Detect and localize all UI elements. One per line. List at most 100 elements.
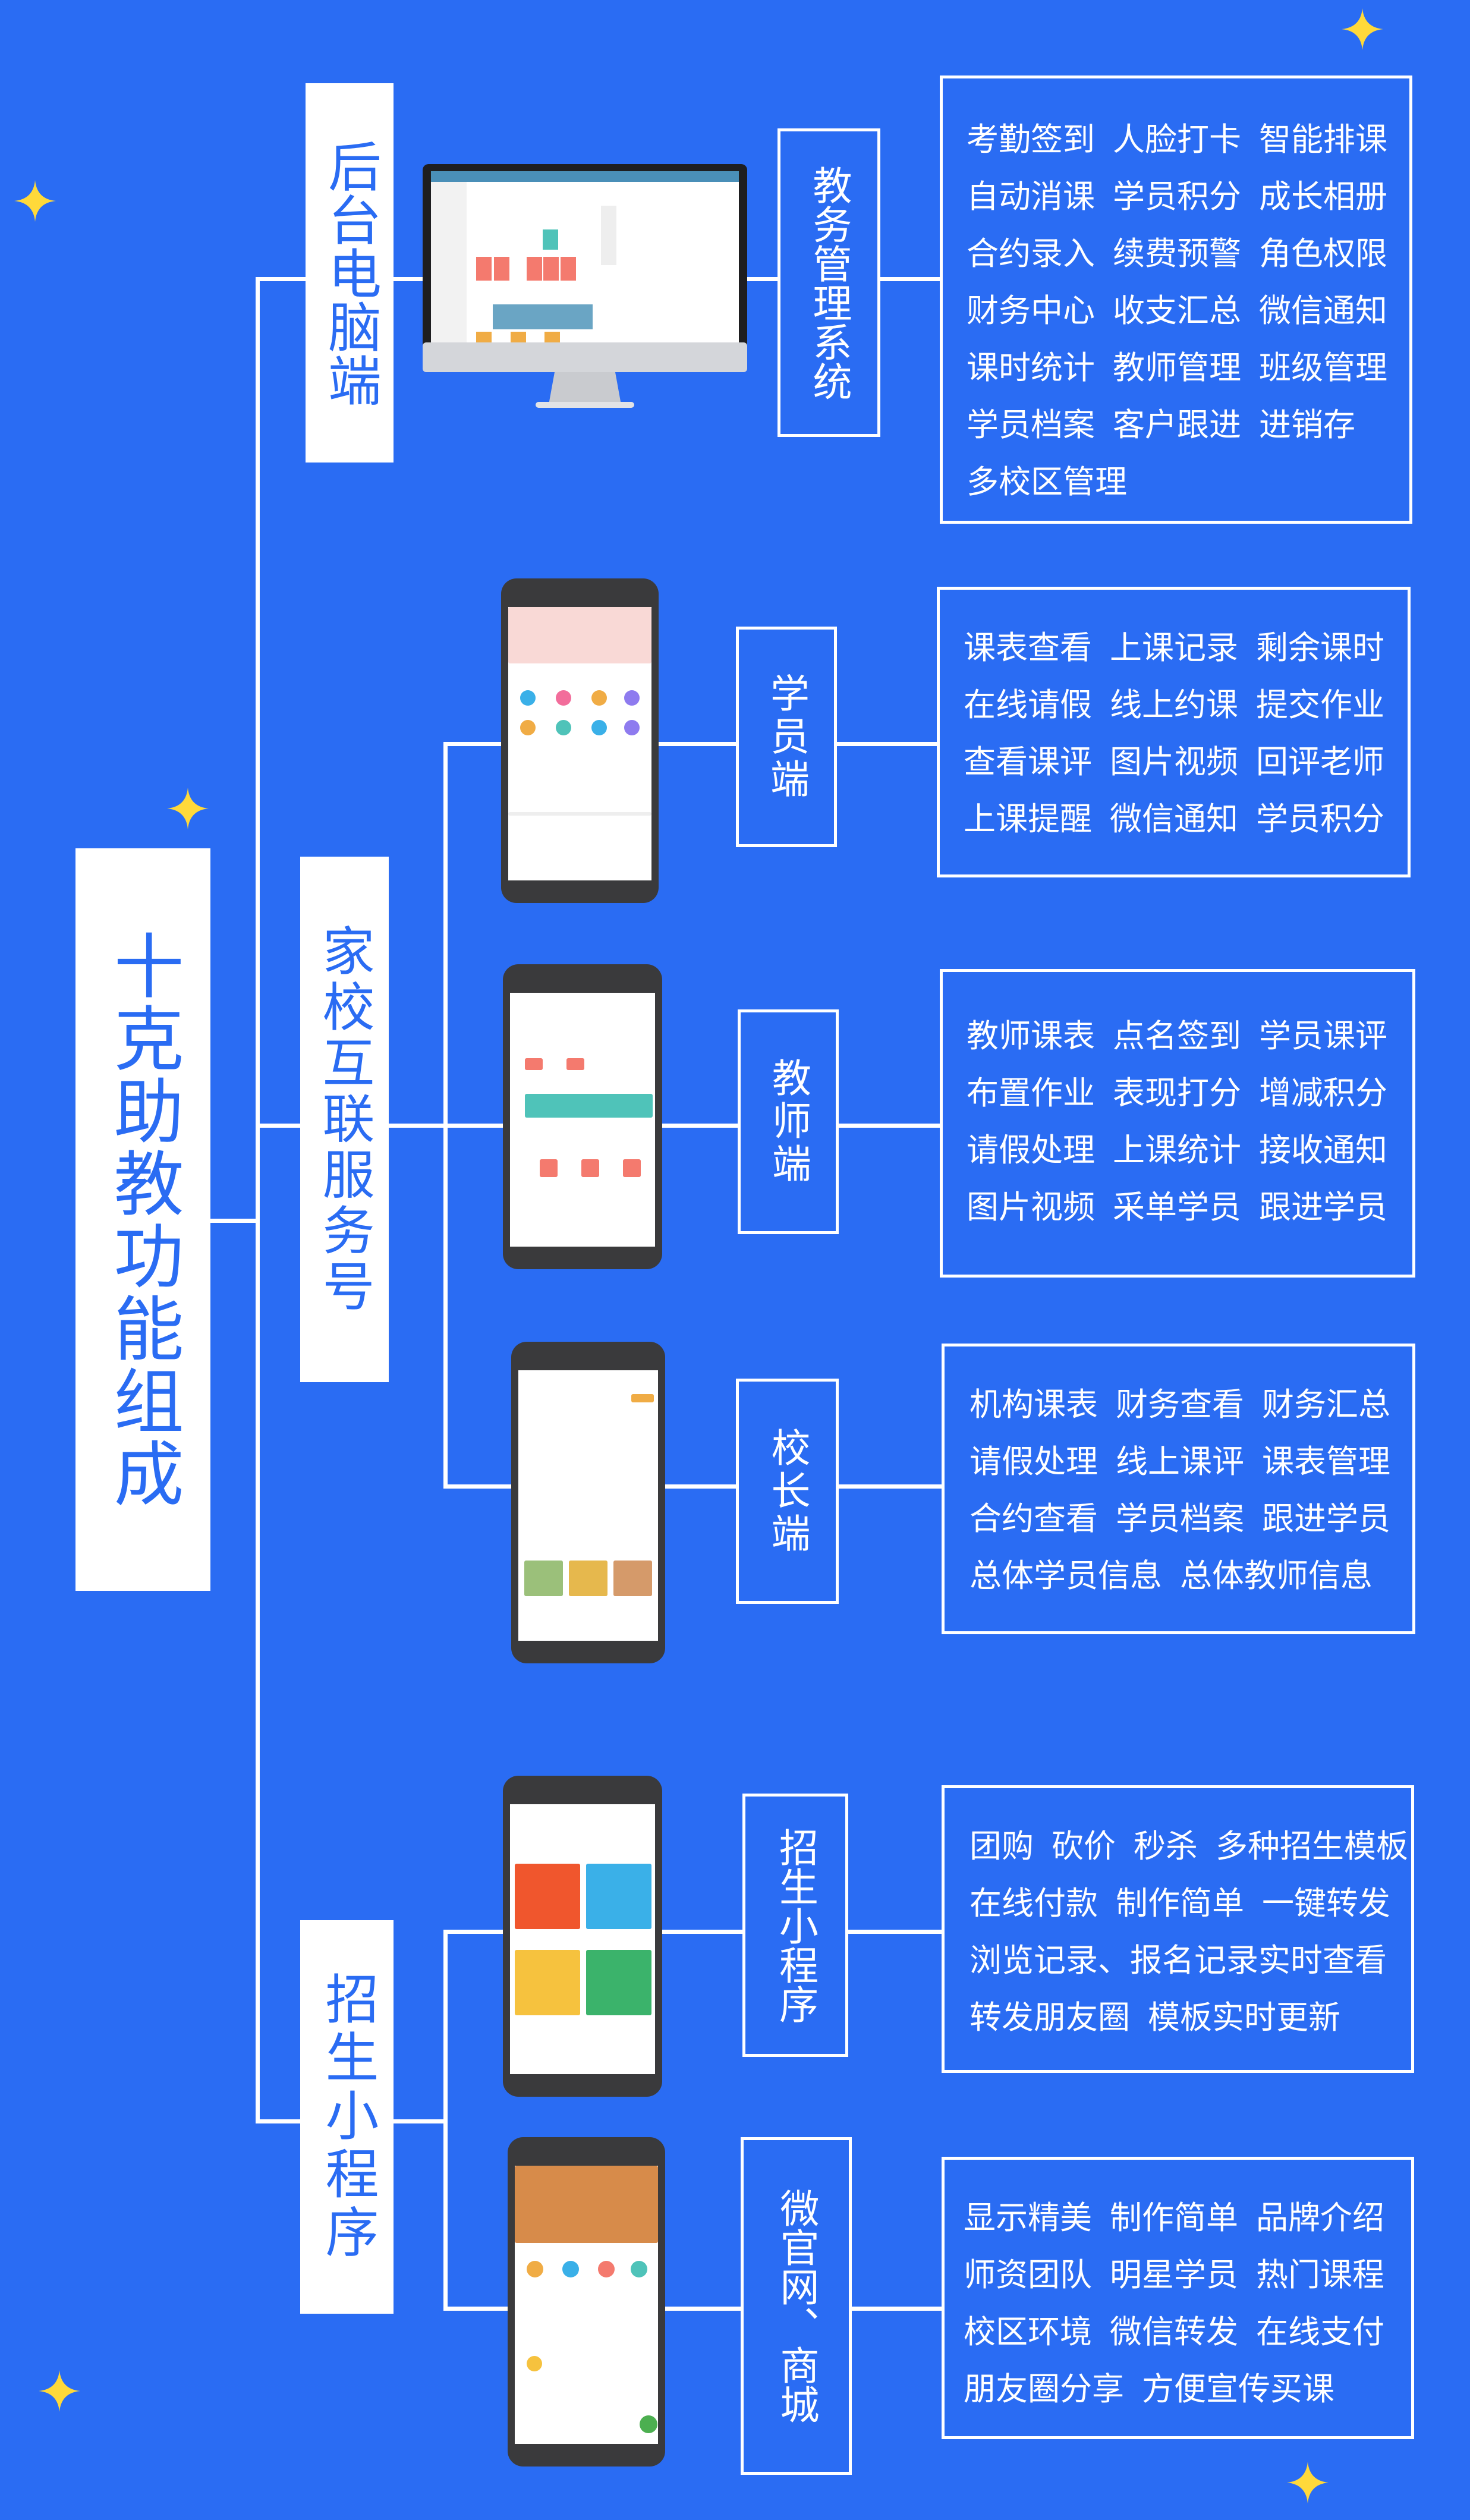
connector [880,277,940,281]
feature-item: 机构课表 [969,1386,1098,1423]
feature-item: 查看课评 [964,743,1092,781]
feature-item: 一键转发 [1262,1885,1390,1922]
feature-item: 微信转发 [1110,2313,1238,2351]
connector [848,1930,942,1934]
feature-item: 浏览记录、报名记录实时查看 [969,1942,1387,1979]
feature-item: 进销存 [1259,406,1355,443]
feature-item: 提交作业 [1256,686,1384,723]
feature-item: 学员积分 [1113,178,1241,215]
feature-item: 微信通知 [1259,292,1387,329]
features-box: 团购砍价秒杀多种招生模板在线付款制作简单一键转发浏览记录、报名记录实时查看转发朋… [942,1785,1414,2073]
module-label: 招生小程序 [773,1827,819,2024]
connector [256,1124,303,1128]
feature-row: 布置作业表现打分增减积分 [967,1065,1412,1122]
recruit-mini-program-phone-image [503,1776,662,2097]
feature-item: 收支汇总 [1113,292,1241,329]
feature-item: 跟进学员 [1259,1188,1387,1226]
module-label: 微官网、商城 [773,2188,820,2424]
feature-item: 智能排课 [1259,121,1387,158]
feature-row: 显示精美制作简单品牌介绍 [964,2189,1411,2247]
module-principal: 校长端 [736,1379,839,1604]
feature-item: 制作简单 [1110,2199,1238,2236]
feature-item: 多种招生模板 [1216,1827,1408,1865]
teacher-app-phone-image [503,964,662,1269]
star-icon [167,788,209,829]
feature-row: 课时统计教师管理班级管理 [967,339,1409,397]
feature-row: 朋友圈分享方便宣传买课 [964,2361,1411,2418]
feature-item: 上课记录 [1110,629,1238,666]
feature-item: 朋友圈分享 [964,2370,1124,2408]
feature-item: 在线支付 [1256,2313,1384,2351]
feature-item: 跟进学员 [1262,1500,1390,1537]
feature-item: 人脸打卡 [1113,121,1241,158]
feature-item: 总体学员信息 [969,1557,1162,1594]
feature-item: 图片视频 [967,1188,1095,1226]
feature-item: 请假处理 [967,1131,1095,1169]
branch-label: 家校互联服务号 [314,924,375,1315]
branch-wechat-service: 家校互联服务号 [300,857,389,1382]
connector [839,1484,942,1489]
feature-item: 表现打分 [1113,1074,1241,1112]
feature-item: 学员档案 [1116,1500,1244,1537]
feature-row: 合约查看学员档案跟进学员 [969,1490,1412,1547]
star-icon [1287,2462,1329,2503]
feature-item: 采单学员 [1113,1188,1241,1226]
connector [443,742,448,1488]
feature-item: 图片视频 [1110,743,1238,781]
feature-item: 教师管理 [1113,349,1241,386]
branch-label: 招生小程序 [316,1971,379,2263]
feature-item: 课表管理 [1262,1443,1390,1480]
feature-item: 转发朋友圈 [969,1999,1130,2036]
principal-app-phone-image [511,1342,665,1663]
feature-row: 机构课表财务查看财务汇总 [969,1376,1412,1433]
feature-item: 上课提醒 [964,800,1092,838]
feature-row: 在线请假线上约课提交作业 [964,677,1408,734]
connector [256,277,260,2123]
feature-item: 品牌介绍 [1256,2199,1384,2236]
feature-row: 合约录入续费预警角色权限 [967,225,1409,282]
branch-label: 后台电脑端 [319,139,381,407]
feature-item: 剩余课时 [1256,629,1384,666]
features-box: 课表查看上课记录剩余课时在线请假线上约课提交作业查看课评图片视频回评老师上课提醒… [937,587,1411,877]
feature-item: 总体教师信息 [1180,1557,1373,1594]
feature-item: 热门课程 [1256,2256,1384,2294]
module-label: 学员端 [764,672,810,801]
feature-item: 增减积分 [1259,1074,1387,1112]
feature-row: 请假处理上课统计接收通知 [967,1122,1412,1179]
module-student: 学员端 [736,627,837,847]
feature-row: 上课提醒微信通知学员积分 [964,791,1408,848]
feature-item: 课时统计 [967,349,1095,386]
desktop-monitor-image [423,164,747,408]
connector [747,277,778,281]
feature-item: 合约录入 [967,235,1095,272]
feature-item: 线上课评 [1116,1443,1244,1480]
feature-row: 财务中心收支汇总微信通知 [967,282,1409,339]
feature-item: 布置作业 [967,1074,1095,1112]
feature-row: 转发朋友圈模板实时更新 [969,1989,1411,2046]
feature-item: 课表查看 [964,629,1092,666]
feature-item: 显示精美 [964,2199,1092,2236]
star-icon [1342,8,1383,50]
feature-row: 多校区管理 [967,454,1409,511]
feature-item: 多校区管理 [967,463,1127,501]
feature-row: 教师课表点名签到学员课评 [967,1008,1412,1065]
feature-item: 在线请假 [964,686,1092,723]
connector [210,1219,258,1223]
star-icon [14,180,56,222]
feature-item: 学员课评 [1259,1017,1387,1055]
main-title: 十克助教功能组成 [102,929,184,1510]
feature-item: 制作简单 [1116,1885,1244,1922]
module-micro-site: 微官网、商城 [741,2137,852,2475]
feature-item: 成长相册 [1259,178,1387,215]
feature-row: 浏览记录、报名记录实时查看 [969,1932,1411,1989]
module-label: 教师端 [766,1058,811,1186]
feature-row: 自动消课学员积分成长相册 [967,168,1409,225]
feature-row: 校区环境微信转发在线支付 [964,2304,1411,2361]
module-teacher: 教师端 [738,1009,839,1234]
feature-item: 合约查看 [969,1500,1098,1537]
feature-item: 模板实时更新 [1148,1999,1340,2036]
module-label: 校长端 [764,1427,811,1556]
feature-item: 学员积分 [1256,800,1384,838]
feature-row: 课表查看上课记录剩余课时 [964,619,1408,677]
feature-row: 学员档案客户跟进进销存 [967,397,1409,454]
